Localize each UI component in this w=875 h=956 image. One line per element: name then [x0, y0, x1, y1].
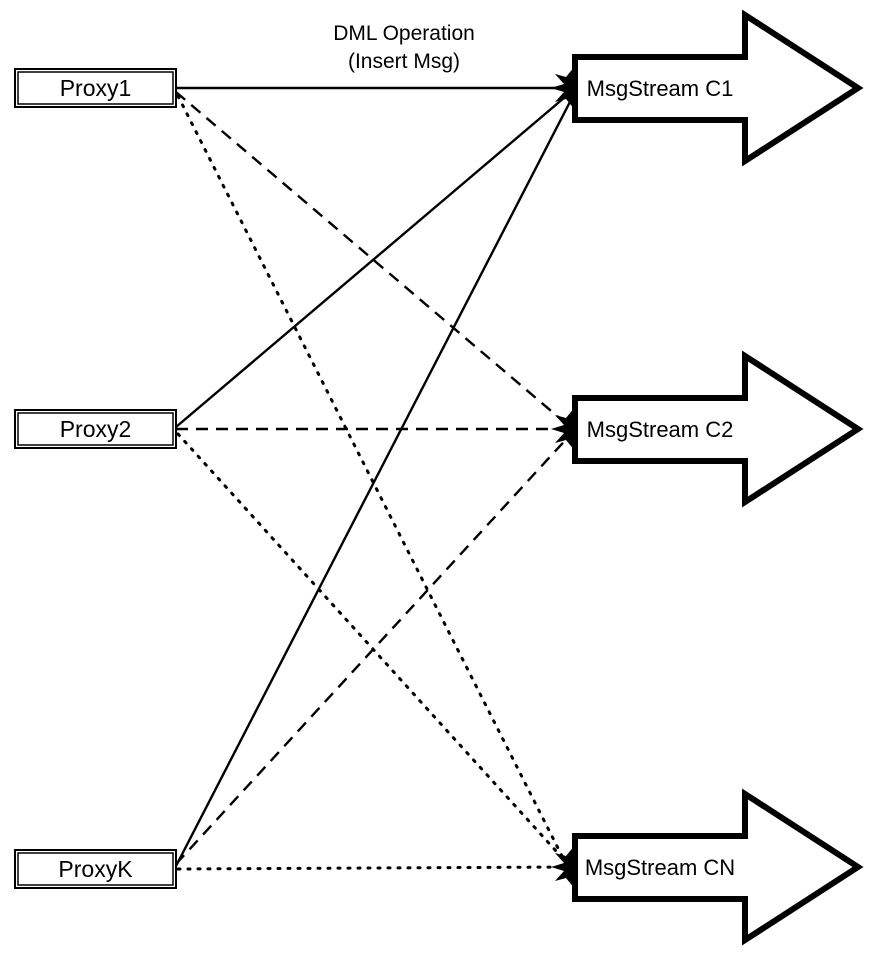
proxy-box-inner-proxy1	[17, 71, 174, 105]
proxy-proxyk[interactable]: ProxyK	[14, 849, 177, 889]
proxy-proxy2[interactable]: Proxy2	[14, 409, 177, 449]
streams-layer: MsgStream C1 MsgStream C2 MsgStream CN	[572, 9, 864, 946]
edge-proxy1-to-c2	[175, 91, 571, 428]
stream-label-msgstream-c2: MsgStream C2	[587, 417, 734, 442]
proxy-label-proxyk: ProxyK	[58, 856, 133, 882]
arrowhead-msgstream-c2	[551, 407, 575, 451]
arrowhead-msgstream-cn	[551, 845, 575, 889]
annotation-dml-operation: DML Operation (Insert Msg)	[333, 22, 475, 73]
proxy-box-inner-proxyk	[17, 852, 174, 886]
proxy-box-proxy1[interactable]	[14, 68, 177, 108]
stream-shape-msgstream-c1	[572, 9, 864, 167]
edge-proxyk-to-c1	[174, 95, 575, 867]
edges-layer	[174, 86, 575, 871]
annotation-line-2-dml-operation: (Insert Msg)	[348, 50, 460, 73]
proxy-proxy1[interactable]: Proxy1	[14, 68, 177, 108]
edge-proxy2-to-c1	[175, 91, 572, 428]
proxy-box-proxyk[interactable]	[14, 849, 177, 889]
stream-msgstream-c2: MsgStream C2	[572, 350, 864, 508]
edge-proxy2-to-cn	[176, 432, 568, 864]
proxy-box-proxy2[interactable]	[14, 409, 177, 449]
proxy-label-proxy2: Proxy2	[60, 416, 132, 442]
edge-proxy1-to-cn	[176, 94, 568, 866]
annotation-line-1-dml-operation: DML Operation	[333, 22, 475, 45]
edge-proxyk-to-cn	[176, 865, 568, 871]
arrowhead-msgstream-c1	[551, 66, 575, 110]
arrowheads-layer	[551, 66, 575, 889]
annotations-layer: DML Operation (Insert Msg)	[333, 22, 475, 73]
proxy-box-inner-proxy2	[17, 412, 174, 446]
stream-shape-msgstream-cn	[572, 788, 864, 946]
proxy-label-proxy1: Proxy1	[60, 75, 132, 101]
edge-proxyk-to-c2	[175, 433, 572, 865]
stream-shape-msgstream-c2	[572, 350, 864, 508]
stream-msgstream-c1: MsgStream C1	[572, 9, 864, 167]
stream-msgstream-cn: MsgStream CN	[572, 788, 864, 946]
stream-label-msgstream-c1: MsgStream C1	[587, 76, 734, 101]
stream-label-msgstream-cn: MsgStream CN	[585, 855, 735, 880]
